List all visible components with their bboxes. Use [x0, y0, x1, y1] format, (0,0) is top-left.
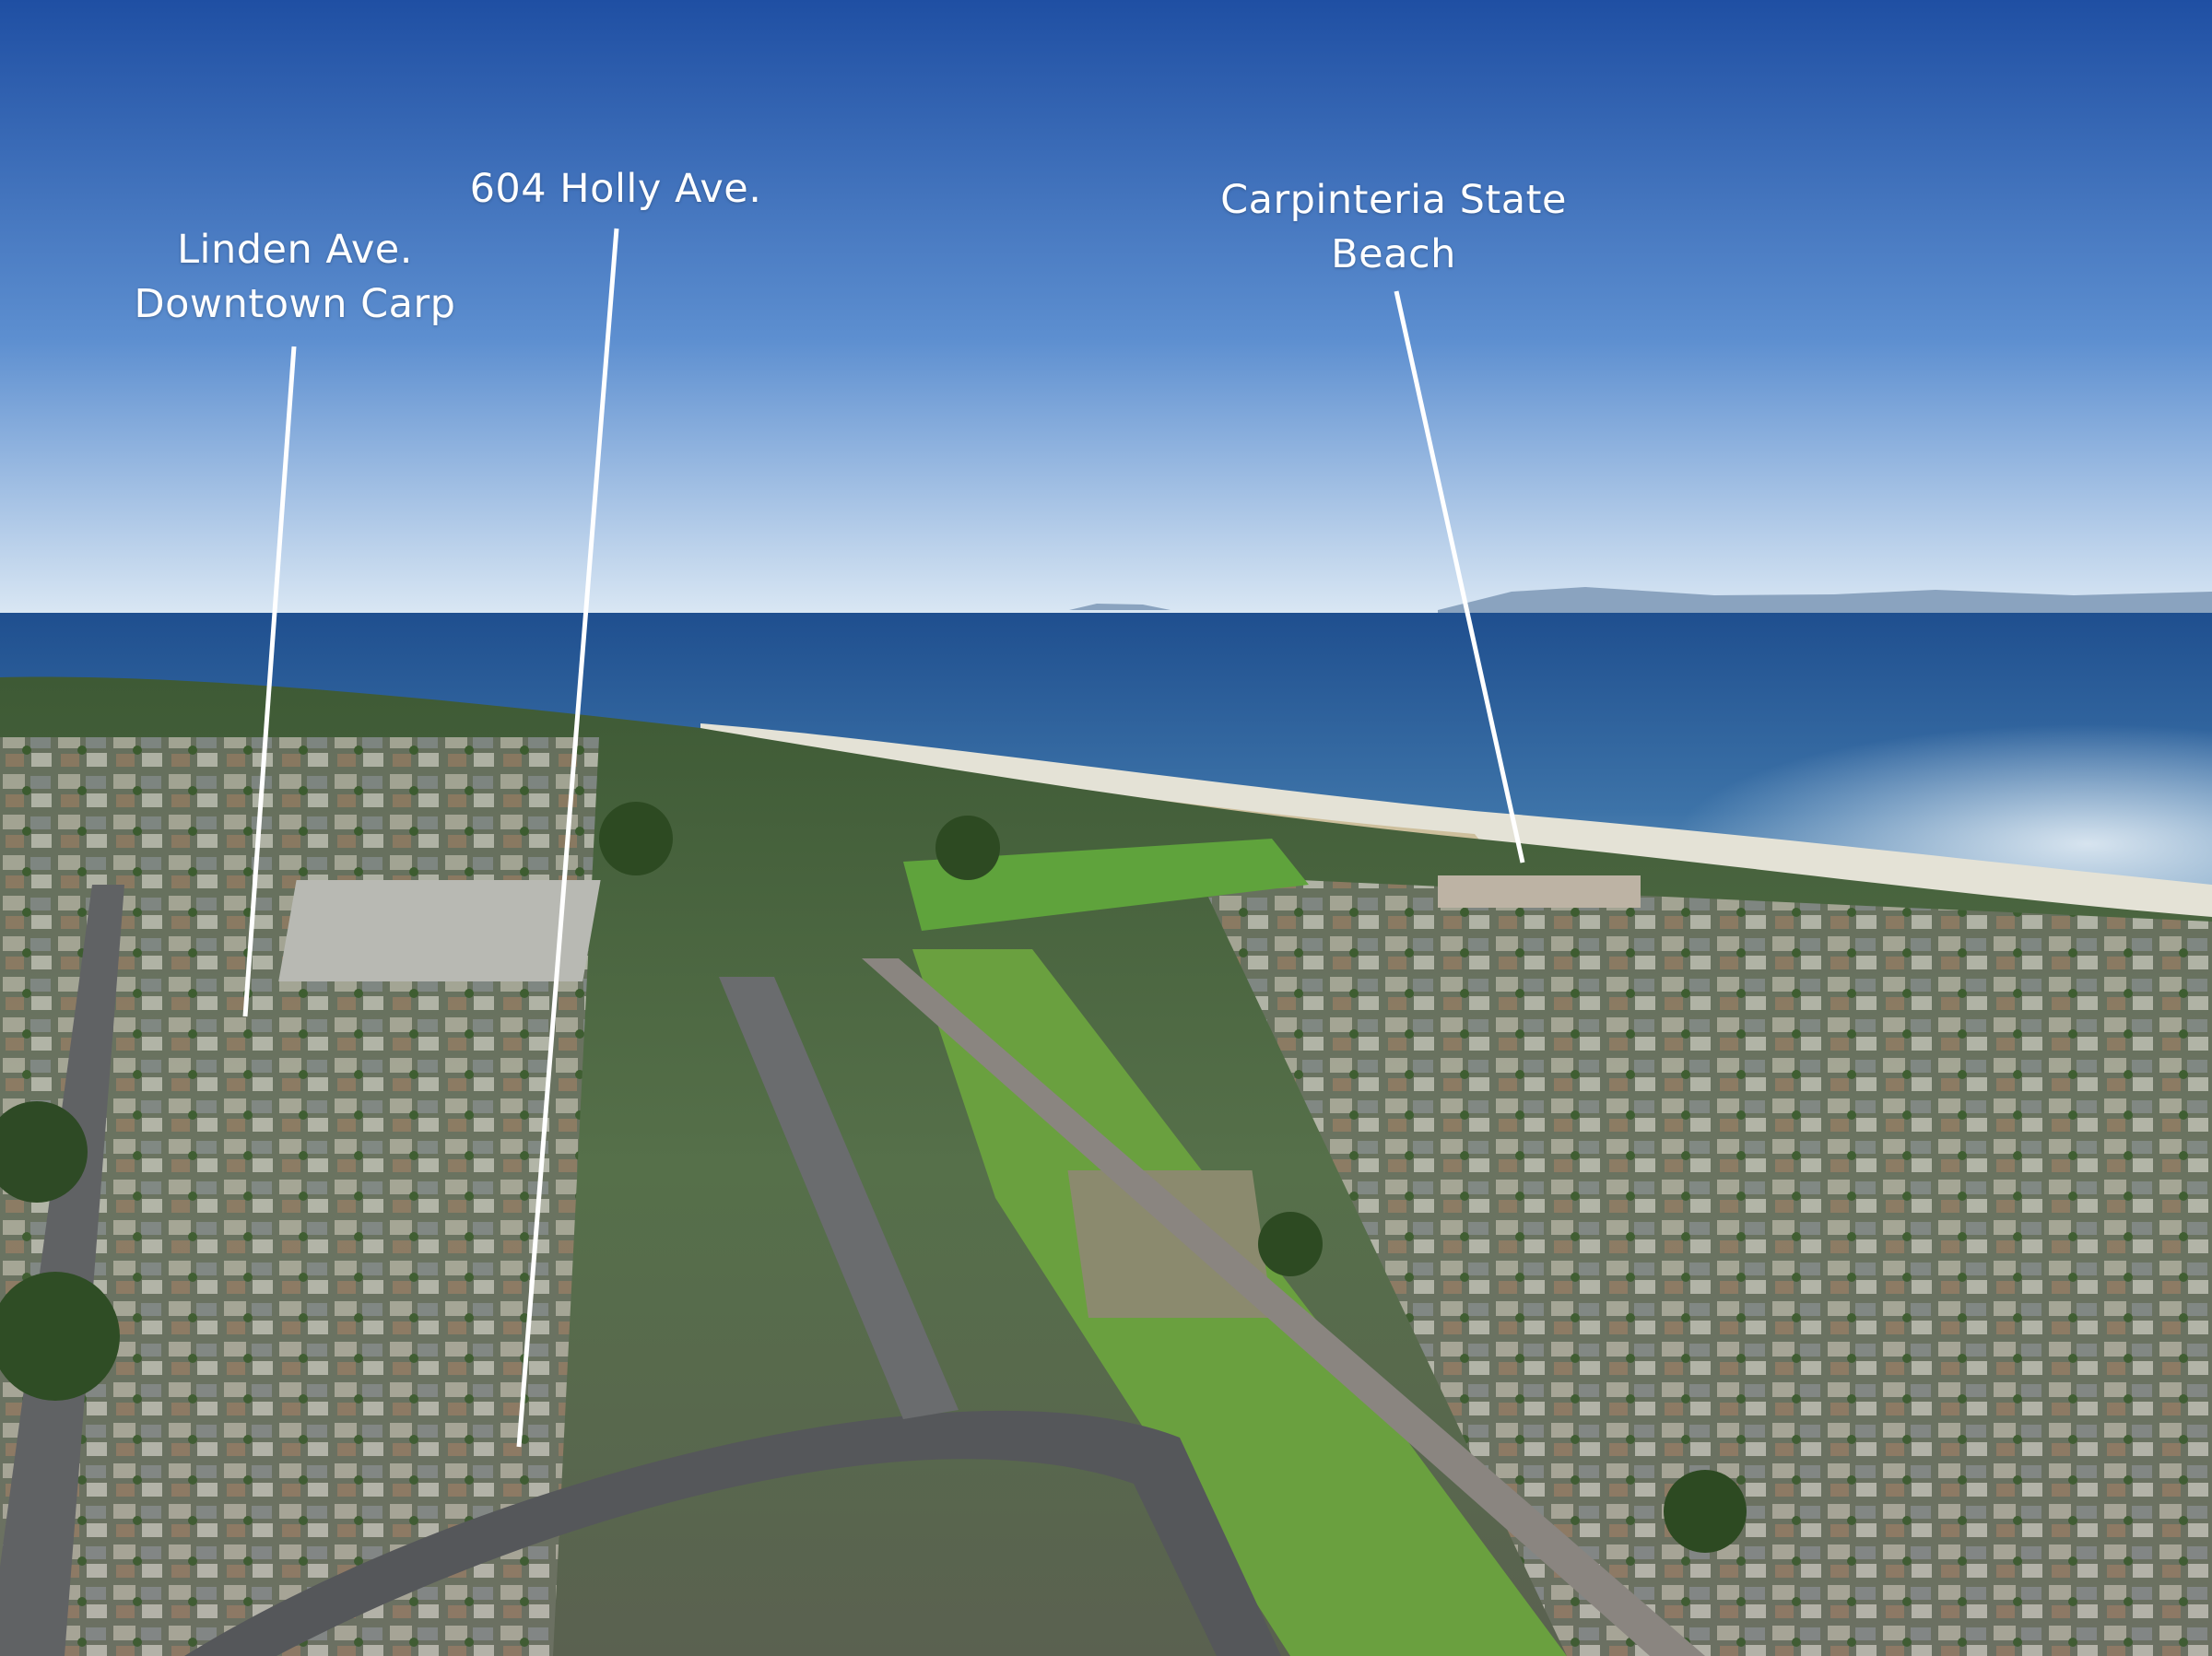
community-garden	[1067, 1170, 1273, 1318]
linden-label-line1: Linden Ave.	[177, 227, 413, 273]
park-lawn	[903, 839, 1309, 931]
beach-condos	[1438, 875, 1641, 908]
holly-label-line1: 604 Holly Ave.	[469, 166, 762, 212]
linden-pointer-line	[242, 346, 297, 1017]
tree	[599, 802, 673, 875]
neighborhood-right	[1198, 875, 2212, 1656]
distant-islands	[1438, 587, 2212, 616]
beach-surf	[700, 723, 2212, 922]
tree	[0, 1272, 120, 1401]
railroad	[862, 958, 1705, 1656]
linden-label: Linden Ave. Downtown Carp	[111, 223, 479, 332]
tree	[935, 816, 1000, 880]
beach-label-line1: Carpinteria State	[1220, 177, 1567, 223]
tree	[1664, 1470, 1747, 1553]
sky	[0, 0, 2212, 617]
beach-pointer-line	[1394, 290, 1525, 863]
tree	[1258, 1212, 1323, 1276]
tree	[0, 1101, 88, 1203]
holly-label: 604 Holly Ave.	[450, 162, 782, 217]
beach-label-line2: Beach	[1331, 231, 1456, 277]
warehouse	[278, 880, 601, 981]
distant-islet	[1069, 604, 1171, 610]
left-avenue	[0, 885, 124, 1656]
linden-label-line2: Downtown Carp	[134, 281, 456, 327]
street	[184, 1410, 1281, 1656]
holly-pointer-line	[516, 228, 619, 1448]
avenue	[719, 977, 959, 1419]
beach-label: Carpinteria State Beach	[1209, 173, 1578, 282]
